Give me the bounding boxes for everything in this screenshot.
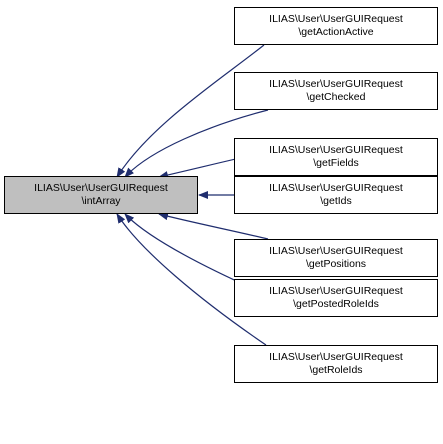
- node-getpositions[interactable]: ILIAS\User\UserGUIRequest \getPositions: [234, 239, 438, 277]
- focus-node-intarray[interactable]: ILIAS\User\UserGUIRequest \intArray: [4, 176, 198, 214]
- edge-getpositions: [158, 212, 269, 240]
- node-getfields[interactable]: ILIAS\User\UserGUIRequest \getFields: [234, 138, 438, 176]
- edge-getroleids: [116, 213, 267, 346]
- node-getpostedroleids-line1: ILIAS\User\UserGUIRequest: [269, 285, 403, 297]
- node-getroleids[interactable]: ILIAS\User\UserGUIRequest \getRoleIds: [234, 345, 438, 383]
- node-getfields-line1: ILIAS\User\UserGUIRequest: [269, 144, 403, 156]
- node-getactionactive-line2: \getActionActive: [298, 26, 374, 38]
- node-getactionactive[interactable]: ILIAS\User\UserGUIRequest \getActionActi…: [234, 7, 438, 45]
- node-getids[interactable]: ILIAS\User\UserGUIRequest \getIds: [234, 176, 438, 214]
- node-getpostedroleids-line2: \getPostedRoleIds: [293, 298, 379, 310]
- edge-getchecked: [124, 109, 269, 178]
- focus-node-line1: ILIAS\User\UserGUIRequest: [34, 182, 168, 194]
- node-getroleids-line2: \getRoleIds: [309, 364, 363, 376]
- node-getpositions-line2: \getPositions: [305, 258, 367, 270]
- node-getactionactive-line1: ILIAS\User\UserGUIRequest: [269, 13, 403, 25]
- node-getfields-line2: \getFields: [313, 157, 359, 169]
- node-getchecked-line1: ILIAS\User\UserGUIRequest: [269, 78, 403, 90]
- focus-node-line2: \intArray: [81, 195, 121, 207]
- edge-getactionactive: [116, 44, 265, 178]
- node-getids-line1: ILIAS\User\UserGUIRequest: [269, 182, 403, 194]
- node-getids-line2: \getIds: [320, 195, 352, 207]
- node-getpostedroleids[interactable]: ILIAS\User\UserGUIRequest \getPostedRole…: [234, 279, 438, 317]
- node-getpositions-line1: ILIAS\User\UserGUIRequest: [269, 245, 403, 257]
- node-getchecked[interactable]: ILIAS\User\UserGUIRequest \getChecked: [234, 72, 438, 110]
- node-getroleids-line1: ILIAS\User\UserGUIRequest: [269, 351, 403, 363]
- node-getchecked-line2: \getChecked: [306, 91, 366, 103]
